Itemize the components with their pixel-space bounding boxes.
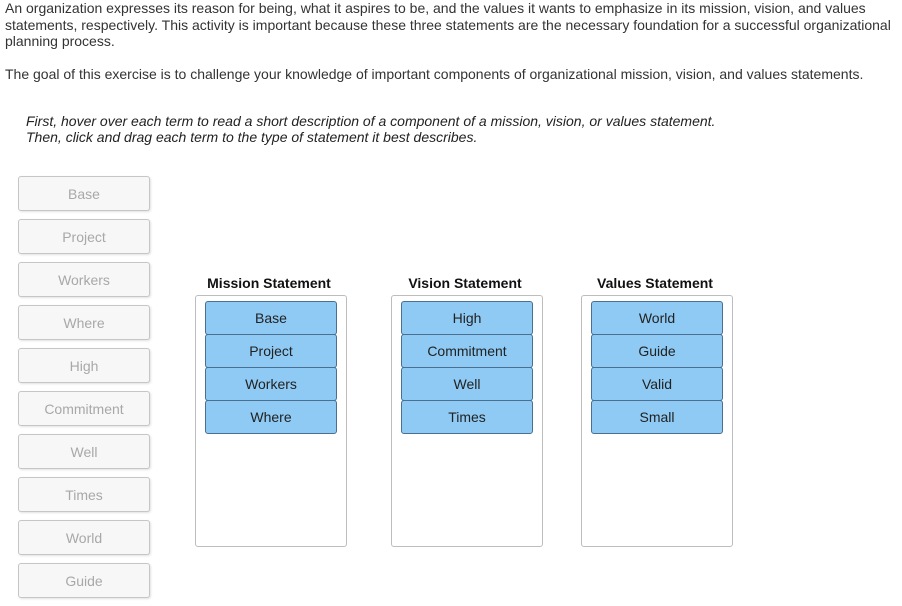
term-tile-guide[interactable]: Guide: [18, 563, 150, 598]
placed-term[interactable]: Base: [205, 301, 337, 335]
term-tile-times[interactable]: Times: [18, 477, 150, 512]
term-tile-project[interactable]: Project: [18, 219, 150, 254]
placed-term[interactable]: Small: [591, 400, 723, 434]
placed-term[interactable]: Where: [205, 400, 337, 434]
term-tile-world[interactable]: World: [18, 520, 150, 555]
term-tile-commitment[interactable]: Commitment: [18, 391, 150, 426]
intro-paragraph: An organization expresses its reason for…: [5, 0, 891, 49]
vision-drop-zone[interactable]: High Commitment Well Times: [391, 295, 543, 547]
placed-term[interactable]: Workers: [205, 367, 337, 401]
term-tile-base[interactable]: Base: [18, 176, 150, 211]
values-zone-title: Values Statement: [597, 275, 713, 291]
mission-zone-title: Mission Statement: [207, 275, 331, 291]
placed-term[interactable]: Guide: [591, 334, 723, 368]
vision-zone-title: Vision Statement: [408, 275, 522, 291]
placed-term[interactable]: Well: [401, 367, 533, 401]
placed-term[interactable]: Project: [205, 334, 337, 368]
term-tile-where[interactable]: Where: [18, 305, 150, 340]
mission-drop-zone[interactable]: Base Project Workers Where: [195, 295, 347, 547]
term-tile-workers[interactable]: Workers: [18, 262, 150, 297]
values-drop-zone[interactable]: World Guide Valid Small: [581, 295, 733, 547]
placed-term[interactable]: Valid: [591, 367, 723, 401]
placed-term[interactable]: Commitment: [401, 334, 533, 368]
term-tile-well[interactable]: Well: [18, 434, 150, 469]
goal-paragraph: The goal of this exercise is to challeng…: [5, 65, 864, 82]
term-bank: Base Project Workers Where High Commitme…: [18, 176, 150, 606]
intro-text: An organization expresses its reason for…: [5, 0, 897, 82]
placed-term[interactable]: World: [591, 301, 723, 335]
placed-term[interactable]: Times: [401, 400, 533, 434]
instructions-text: First, hover over each term to read a sh…: [26, 113, 716, 145]
term-tile-high[interactable]: High: [18, 348, 150, 383]
placed-term[interactable]: High: [401, 301, 533, 335]
